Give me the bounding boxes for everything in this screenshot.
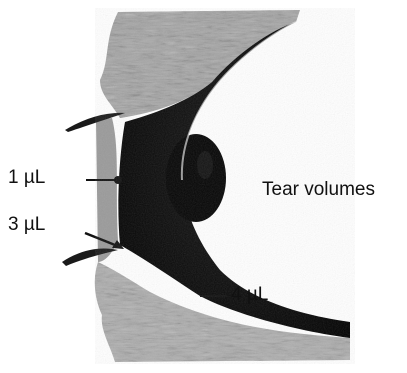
label-3-microliter: 3 µL [8,215,45,234]
label-4-microliter: 4 µL [231,285,268,304]
label-1-microliter: 1 µL [8,168,45,187]
caption-tear-volumes: Tear volumes [262,180,375,199]
